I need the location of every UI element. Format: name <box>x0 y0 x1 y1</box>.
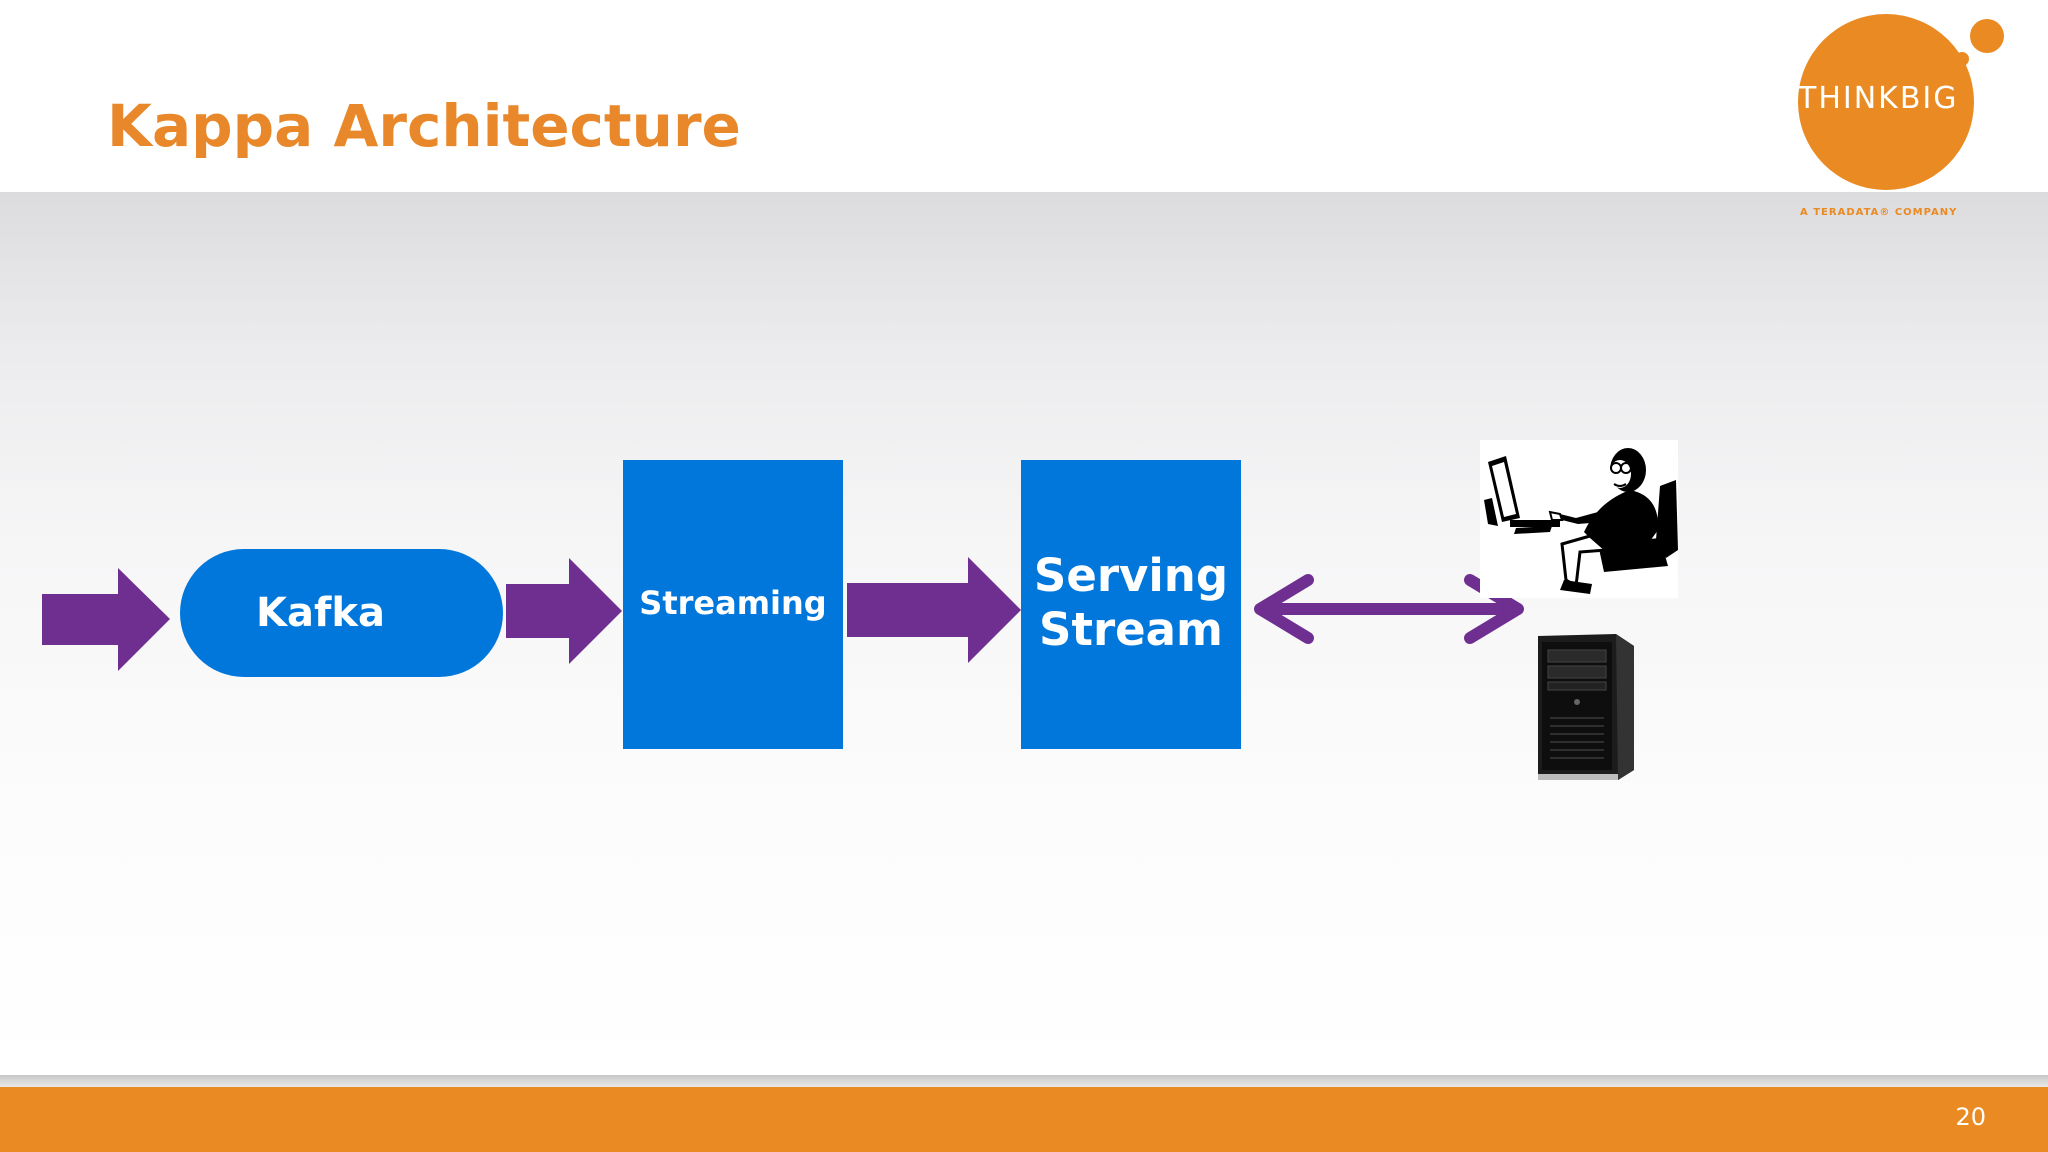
serving-stream-node: Serving Stream <box>1021 460 1241 749</box>
logo-wordmark: THINKBIG <box>1797 81 1959 116</box>
slide-title: Kappa Architecture <box>107 92 741 160</box>
kafka-to-streaming-arrow <box>506 558 622 664</box>
footer-shadow <box>0 1075 2048 1087</box>
footer-bar <box>0 1087 2048 1152</box>
thinkbig-logo: THINKBIG A TERADATA® COMPANY <box>1797 14 2004 218</box>
input-arrow <box>42 568 170 671</box>
streaming-to-serving-arrow <box>847 557 1021 663</box>
logo-dot-large-icon <box>1970 19 2004 53</box>
logo-tagline: A TERADATA® COMPANY <box>1800 207 1957 218</box>
page-number: 20 <box>1955 1103 1986 1131</box>
title-band <box>0 0 2048 192</box>
streaming-node: Streaming <box>623 460 843 749</box>
logo-dot-small-icon <box>1955 52 1969 66</box>
person-at-computer-icon <box>1480 440 1678 598</box>
logo-circle-icon <box>1798 14 1974 190</box>
desktop-tower-icon <box>1538 634 1634 780</box>
kafka-node: Kafka <box>180 549 503 677</box>
